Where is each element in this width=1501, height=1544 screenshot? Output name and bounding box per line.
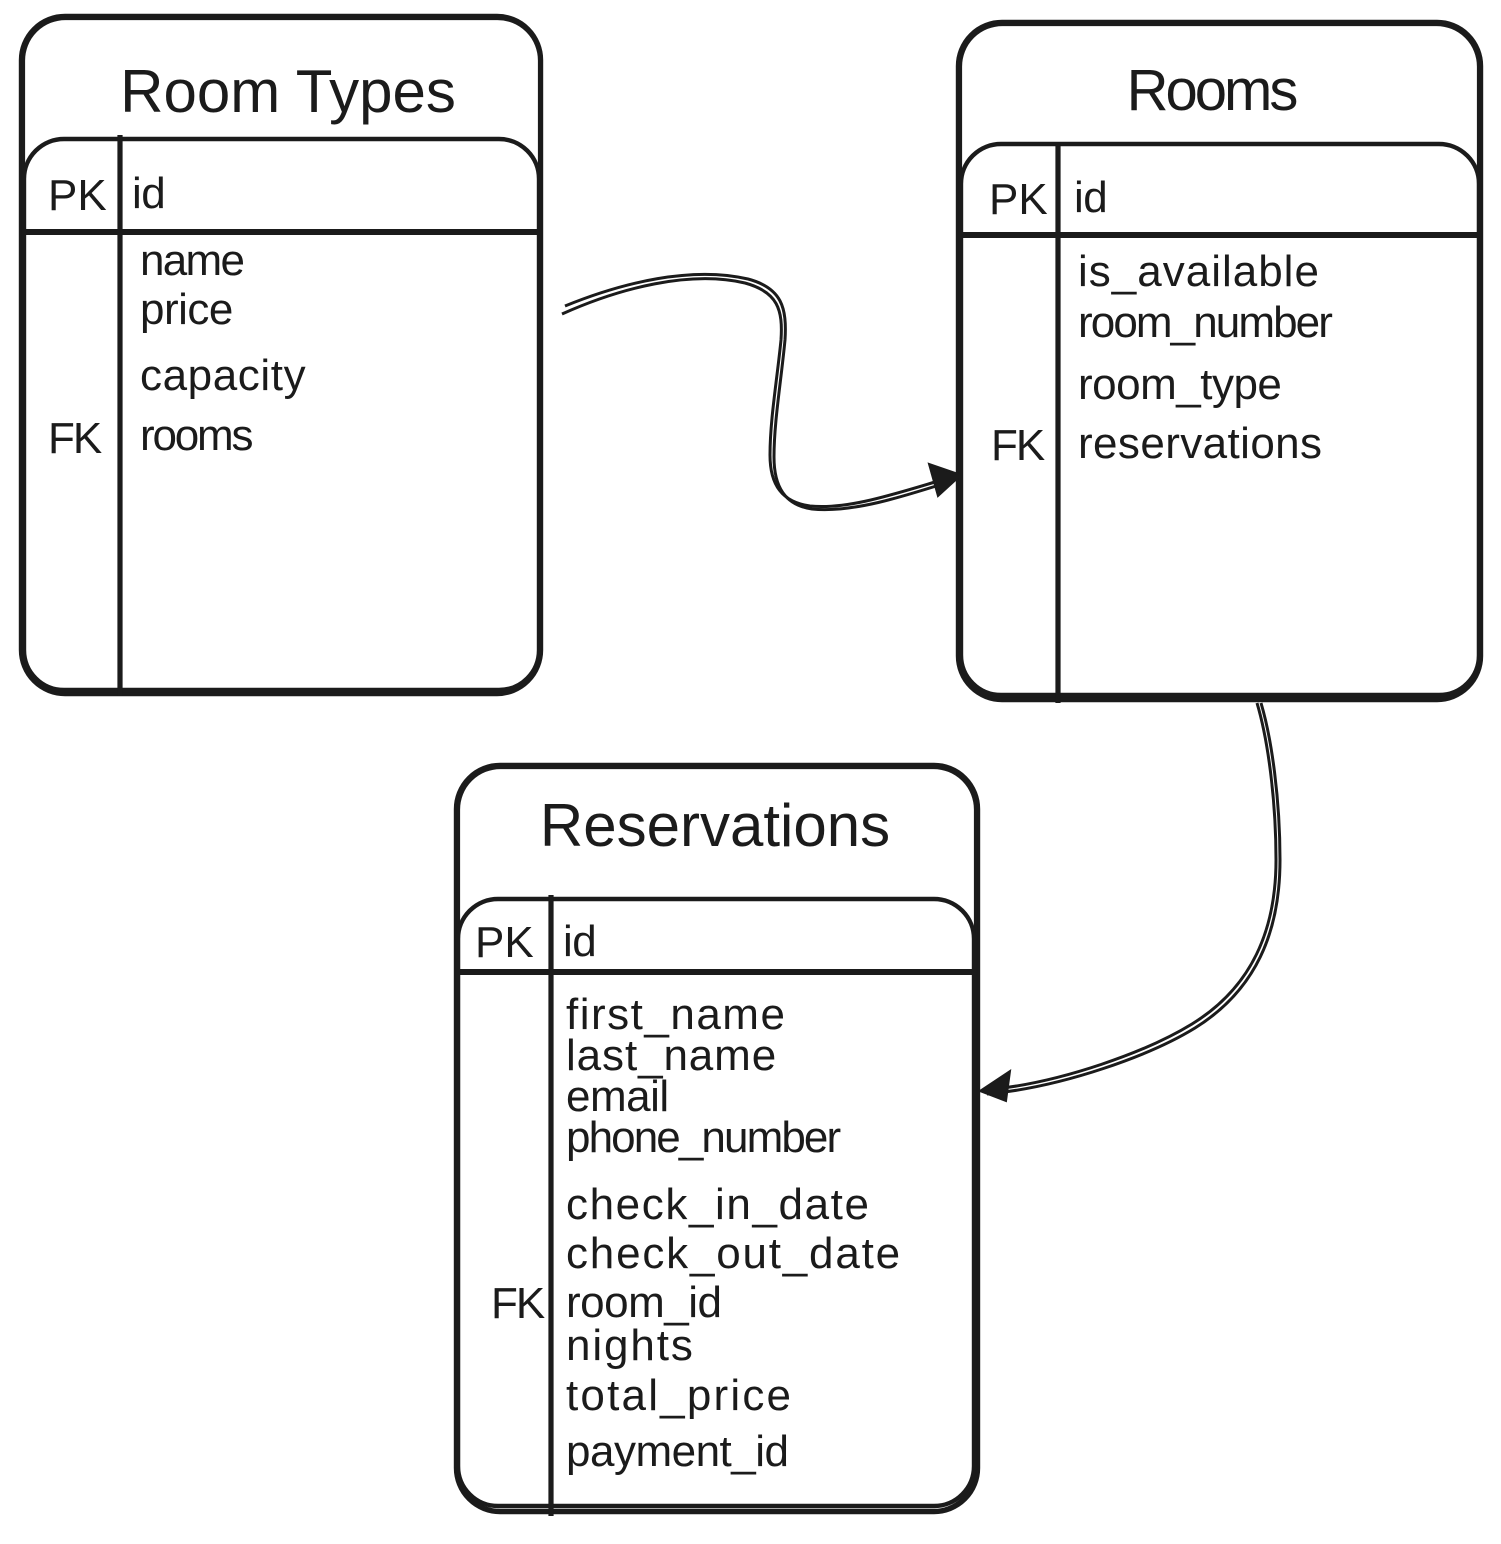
svg-text:FK: FK [491,1279,545,1328]
svg-text:rooms: rooms [140,411,252,460]
svg-text:name: name [140,236,243,285]
svg-text:room_number: room_number [1078,298,1332,347]
svg-text:PK: PK [48,171,107,220]
svg-text:payment_id: payment_id [566,1427,788,1476]
svg-text:reservations: reservations [1078,419,1322,468]
svg-text:PK: PK [989,175,1048,224]
svg-text:last_name: last_name [566,1031,777,1080]
svg-text:FK: FK [991,421,1045,470]
svg-text:email: email [566,1072,669,1121]
svg-text:phone_number: phone_number [566,1113,840,1162]
svg-text:id: id [563,917,596,966]
svg-text:nights: nights [566,1321,695,1370]
svg-text:check_out_date: check_out_date [566,1229,902,1278]
svg-text:id: id [132,169,165,218]
svg-text:PK: PK [475,918,534,967]
svg-text:total_price: total_price [566,1371,793,1420]
svg-text:price: price [140,285,233,334]
svg-text:FK: FK [48,414,102,463]
svg-text:Room Types: Room Types [120,58,456,125]
svg-text:Reservations: Reservations [540,792,890,859]
svg-text:first_name: first_name [566,990,786,1039]
svg-text:room_type: room_type [1078,360,1281,409]
svg-text:is_available: is_available [1078,247,1320,296]
svg-text:capacity: capacity [140,351,306,400]
svg-text:Rooms: Rooms [1127,58,1297,123]
svg-text:room_id: room_id [566,1278,721,1327]
svg-text:check_in_date: check_in_date [566,1180,871,1229]
svg-text:id: id [1074,173,1107,222]
